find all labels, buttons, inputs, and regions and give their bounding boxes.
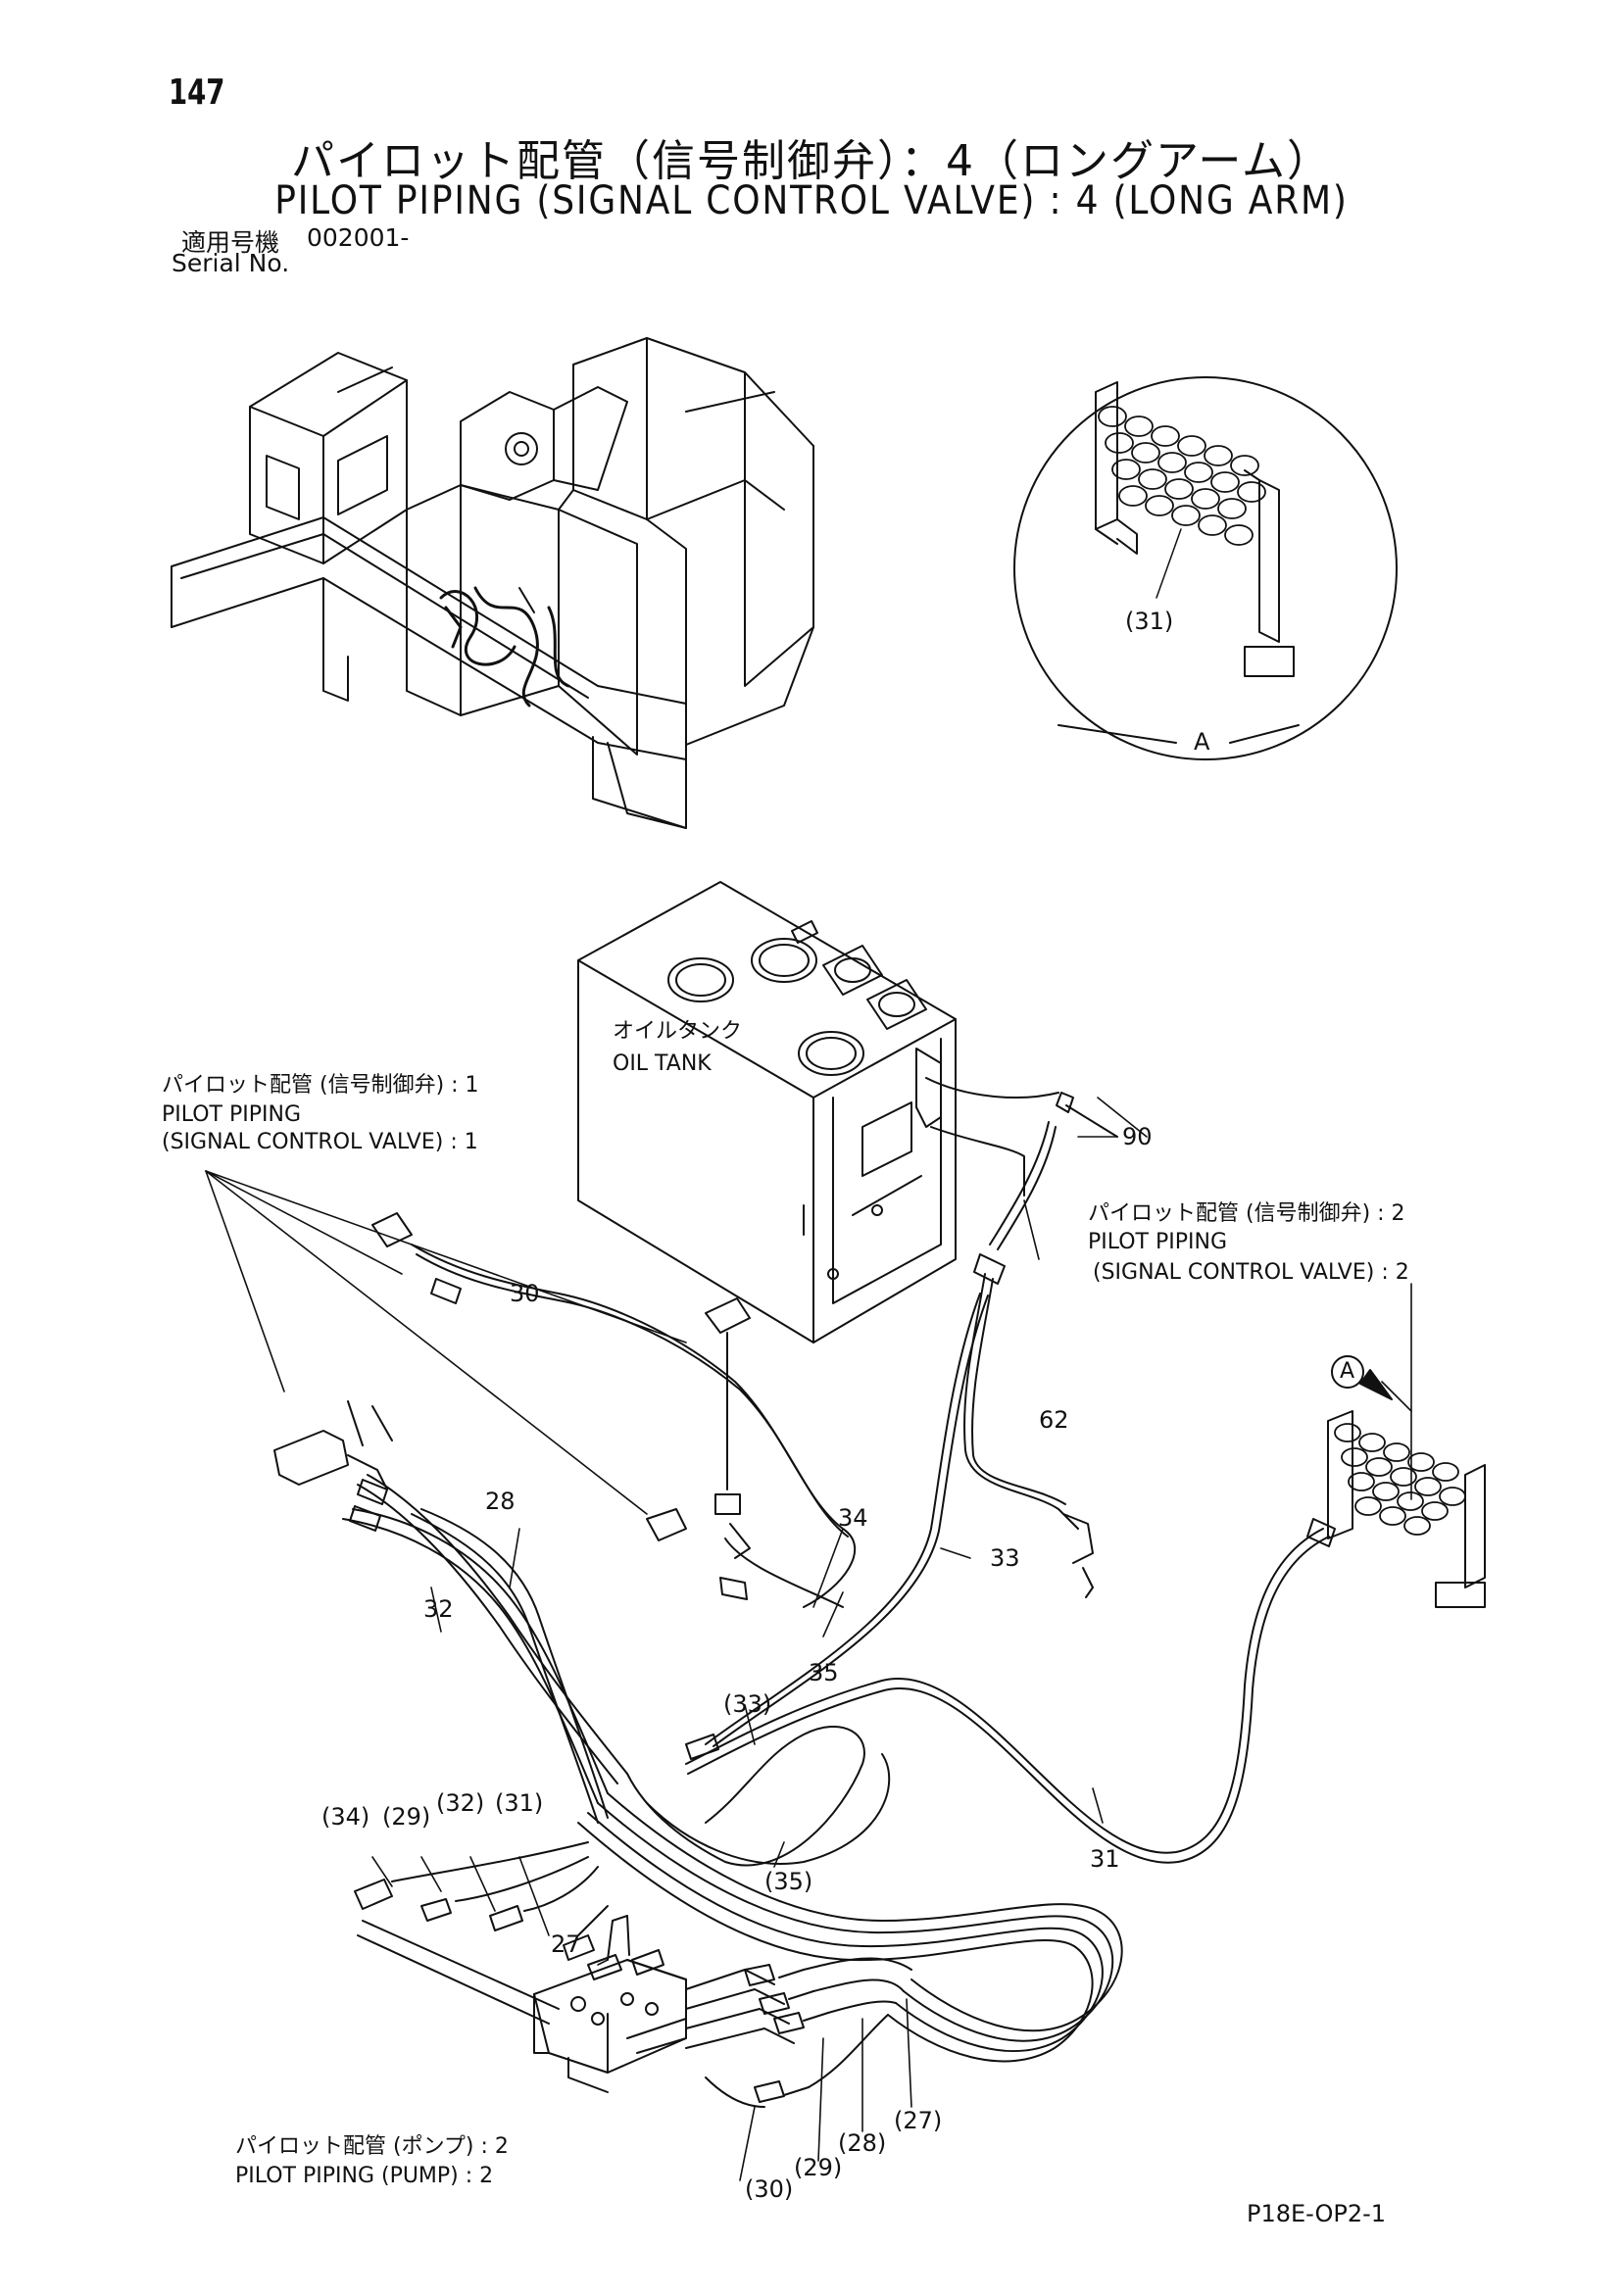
ref2-label-en1: PILOT PIPING [1088,1230,1227,1254]
ref1-label-en1: PILOT PIPING [162,1102,301,1127]
machine-overview-drawing [171,337,814,829]
ref2-label-jp: パイロット配管 (信号制御弁) : 2 [1088,1201,1405,1226]
pilot-piping-hoses [273,1092,1486,2108]
document-code: P18E-OP2-1 [1247,2200,1387,2227]
callout-31: 31 [1090,1845,1120,1873]
ref1-label-jp: パイロット配管 (信号制御弁) : 1 [162,1073,479,1098]
detail-a-marker-label: A [1340,1359,1355,1384]
page-title-japanese: パイロット配管（信号制御弁）：4（ロングアーム） [290,136,1333,186]
callout-90: 90 [1122,1123,1153,1150]
callout-62: 62 [1039,1406,1069,1434]
detail-a-leader [1057,724,1177,744]
callout-34-ref: (34) [321,1803,370,1831]
serial-label-english: Serial No. [172,249,290,277]
page-title-english: PILOT PIPING (SIGNAL CONTROL VALVE) : 4 … [274,178,1349,223]
callout-33: 33 [990,1544,1020,1572]
serial-value: 002001- [307,223,410,252]
callout-33-ref: (33) [723,1690,772,1718]
detail-a-leader-right [1229,724,1300,744]
callout-28: 28 [485,1488,516,1515]
ref2-label-en2: (SIGNAL CONTROL VALVE) : 2 [1093,1260,1409,1285]
callout-28-ref: (28) [838,2129,887,2157]
callout-29-ref-lower: (29) [794,2154,843,2181]
detail-a-marker [1331,1355,1393,1400]
callout-32: 32 [423,1595,454,1623]
callout-35: 35 [809,1659,839,1686]
callout-35-ref: (35) [764,1868,813,1895]
callout-32-ref: (32) [436,1789,485,1817]
oil-tank-drawing [577,881,1059,1343]
callout-27: 27 [551,1930,581,1958]
callout-30: 30 [510,1280,540,1307]
detail-callout-31: (31) [1125,608,1174,635]
oil-tank-label-jp: オイルタンク [613,1019,743,1044]
callout-31-ref: (31) [495,1789,544,1817]
detail-a-circle [1013,376,1398,760]
leader-lines [205,1097,1412,2181]
oil-tank-label-en: OIL TANK [613,1051,712,1076]
callout-30-ref: (30) [745,2175,794,2203]
callout-29-ref: (29) [382,1803,431,1831]
callout-34: 34 [838,1504,868,1532]
serial-label-japanese: 適用号機 [181,228,280,257]
ref1-label-en2: (SIGNAL CONTROL VALVE) : 1 [162,1130,478,1154]
page-number: 147 [169,73,225,113]
pump-label-en: PILOT PIPING (PUMP) : 2 [235,2164,494,2188]
pump-label-jp: パイロット配管 (ポンプ) : 2 [235,2134,509,2159]
callout-27-ref: (27) [894,2107,943,2134]
detail-a-label: A [1194,728,1210,756]
